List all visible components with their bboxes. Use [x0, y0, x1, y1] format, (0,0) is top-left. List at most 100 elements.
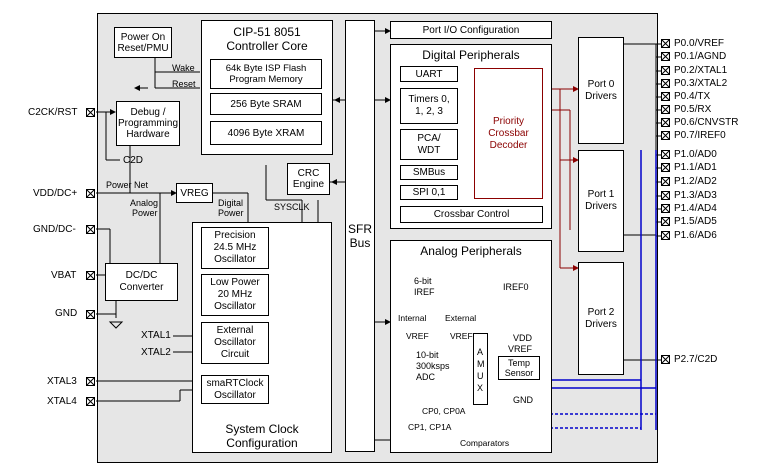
power-on-reset-block: Power On Reset/PMU — [114, 27, 172, 58]
amux-m: M — [477, 359, 485, 369]
pin-gnd-dc — [86, 225, 95, 234]
pin-label-p0-7: P0.7/IREF0 — [674, 130, 726, 141]
pin-label-vbat: VBAT — [51, 270, 77, 281]
external-osc-line2: Oscillator — [214, 337, 256, 348]
digital-power-label2: Power — [218, 208, 244, 218]
clock-title-line1: System Clock — [225, 422, 299, 436]
analog-peripherals-block: Analog Peripherals — [390, 240, 552, 453]
pin-c2ck — [86, 108, 95, 117]
pin-label-xtal4: XTAL4 — [47, 396, 77, 407]
power-on-line1: Power On — [120, 31, 166, 43]
pin-label-c2ck: C2CK/RST — [28, 107, 78, 118]
digital-power-label1: Digital — [218, 198, 244, 208]
sfr-line2: Bus — [349, 236, 371, 250]
clock-title-line2: Configuration — [226, 436, 298, 450]
pin-label-p2-7: P2.7/C2D — [674, 354, 718, 365]
pin-label-p1-2: P1.2/AD2 — [674, 176, 717, 187]
port1-line1: Port 1 — [587, 189, 615, 200]
cp1-label: CP1, CP1A — [408, 422, 452, 432]
precision-osc-block: Precision 24.5 MHz Oscillator — [201, 227, 269, 269]
adc-line2: 300ksps — [416, 361, 450, 371]
pin-label-p1-5: P1.5/AD5 — [674, 216, 717, 227]
dcdc-line2: Converter — [119, 282, 164, 293]
pin-label-p0-6: P0.6/CNVSTR — [674, 117, 739, 128]
flash-line2: Program Memory — [229, 74, 303, 85]
core-title-line1: CIP-51 8051 — [233, 25, 301, 39]
crossbar-line3: Decoder — [489, 139, 528, 151]
amux-u: U — [477, 371, 484, 381]
external-osc-line1: External — [216, 325, 254, 336]
sysclk-label: SYSCLK — [274, 202, 310, 212]
temp-sensor-block: Temp Sensor — [498, 356, 540, 380]
pin-label-gnd-dc: GND/DC- — [33, 224, 76, 235]
smartclock-osc-block: smaRTClock Oscillator — [201, 375, 269, 404]
sfr-bus-block: SFR Bus — [345, 20, 375, 452]
temp-line1: Temp — [507, 358, 530, 368]
core-title-line2: Controller Core — [226, 39, 308, 53]
lowpower-line1: Low Power — [210, 277, 260, 288]
port0-line2: Drivers — [585, 90, 617, 102]
crossbar-control-block: Crossbar Control — [400, 206, 543, 223]
spi-label: SPI 0,1 — [412, 187, 446, 198]
port2-line2: Drivers — [585, 318, 617, 330]
external-vref-line1: External — [445, 313, 477, 323]
amux-x: X — [477, 383, 484, 393]
smbus-label: SMBus — [412, 167, 446, 178]
pin-label-p0-1: P0.1/AGND — [674, 51, 727, 62]
wake-label: Wake — [172, 63, 195, 73]
vdd-analog-label: VDD — [513, 333, 533, 343]
pin-p0-0 — [661, 39, 670, 48]
iref-line2: IREF — [414, 287, 435, 297]
temp-line2: Sensor — [504, 368, 534, 378]
pin-vdd — [86, 189, 95, 198]
precision-line1: Precision — [214, 230, 256, 241]
timers-block: Timers 0, 1, 2, 3 — [400, 88, 458, 124]
power-net-label: Power Net — [106, 180, 149, 190]
lowpower-osc-block: Low Power 20 MHz Oscillator — [201, 274, 269, 316]
pca-line2: WDT — [417, 144, 441, 156]
pin-vbat — [86, 271, 95, 280]
internal-vref-line1: Internal — [398, 313, 427, 323]
debug-line2: Programming — [117, 118, 179, 129]
pin-label-p1-6: P1.6/AD6 — [674, 230, 717, 241]
reset-label: Reset — [172, 79, 196, 89]
pin-label-p1-0: P1.0/AD0 — [674, 149, 717, 160]
port-io-label: Port I/O Configuration — [422, 24, 520, 36]
pin-p0-1 — [661, 52, 670, 61]
analog-title: Analog Peripherals — [420, 244, 522, 258]
amux-block: A M U X — [473, 333, 488, 405]
adc-line1: 10-bit — [416, 350, 439, 360]
uart-block: UART — [400, 66, 458, 82]
vreg-block: VREG — [176, 183, 213, 203]
pin-p1-6 — [661, 231, 670, 240]
sram-block: 256 Byte SRAM — [210, 93, 322, 115]
cp0-label: CP0, CP0A — [422, 406, 466, 416]
sfr-line1: SFR — [348, 222, 372, 236]
iref0-label: IREF0 — [503, 282, 529, 292]
crc-line2: Engine — [292, 179, 325, 190]
crossbar-line2: Crossbar — [488, 127, 529, 139]
precision-line2: 24.5 MHz — [213, 242, 257, 253]
pin-xtal4 — [86, 397, 95, 406]
precision-line3: Oscillator — [214, 254, 256, 265]
debug-programming-block: Debug / Programming Hardware — [116, 101, 180, 146]
pca-line1: PCA/ — [417, 132, 441, 144]
pin-xtal3 — [86, 377, 95, 386]
smartclock-line1: smaRTClock — [206, 377, 264, 389]
analog-power-label1: Analog — [130, 198, 159, 208]
power-on-line2: Reset/PMU — [117, 42, 169, 54]
port0-drivers-block: Port 0 Drivers — [578, 37, 624, 144]
smartclock-line2: Oscillator — [214, 389, 256, 401]
crossbar-line1: Priority — [492, 115, 525, 127]
pin-label-p1-1: P1.1/AD1 — [674, 162, 717, 173]
pin-label-p0-0: P0.0/VREF — [674, 38, 725, 49]
pin-p0-5 — [661, 105, 670, 114]
pin-p1-5 — [661, 217, 670, 226]
pin-p0-6 — [661, 118, 670, 127]
pin-label-xtal1: XTAL1 — [141, 330, 171, 341]
pin-p1-1 — [661, 163, 670, 172]
analog-power-label2: Power — [132, 208, 158, 218]
pin-label-xtal3: XTAL3 — [47, 376, 77, 387]
dcdc-line1: DC/DC — [125, 270, 158, 281]
